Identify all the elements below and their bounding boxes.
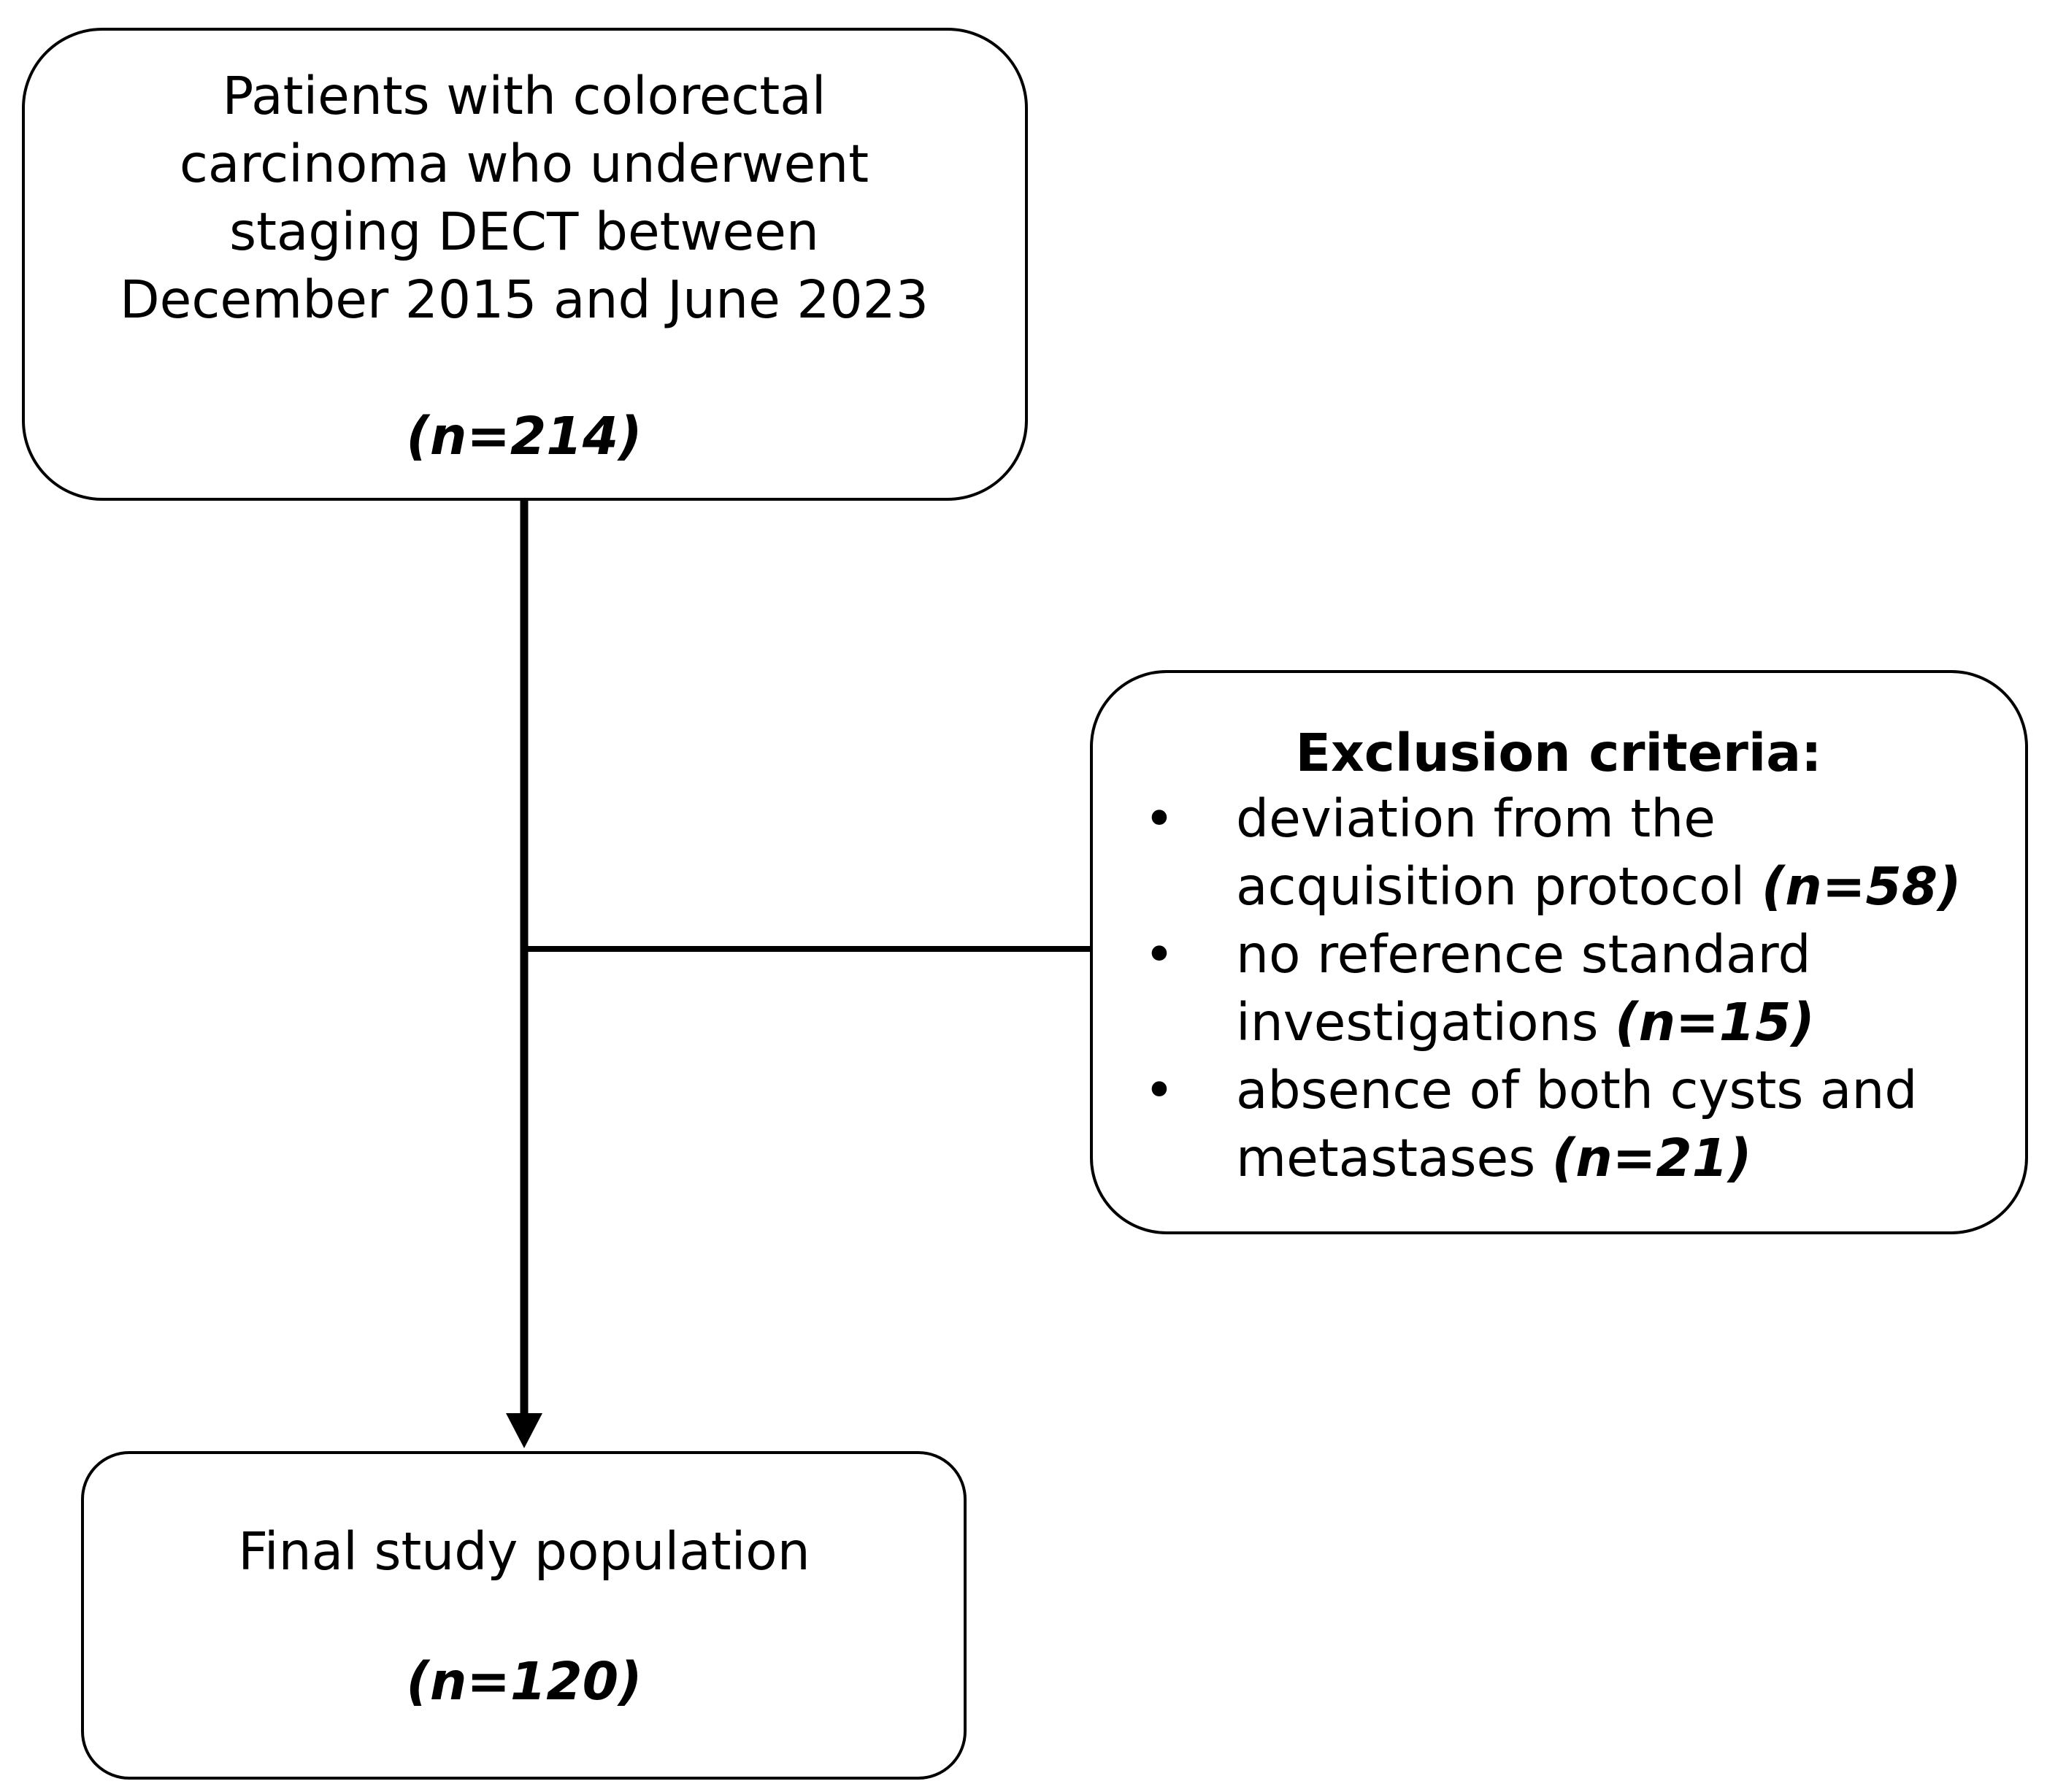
final-population-box: [81, 1451, 967, 1780]
exclusion-item-line: investigations (n=15): [1236, 988, 1815, 1056]
exclusion-item-count: (n=15): [1615, 992, 1815, 1053]
exclusion-item-count: (n=58): [1761, 856, 1962, 917]
bullet-icon: •: [1144, 788, 1175, 849]
exclusion-item-line: no reference standard: [1236, 924, 1811, 985]
description-line: Patients with colorectal: [222, 66, 826, 126]
final-population-count: (n=120): [406, 1651, 642, 1712]
exclusion-criteria-title: Exclusion criteria:: [1295, 723, 1822, 783]
eligible-patients-count: (n=214): [406, 406, 642, 466]
exclusion-item-line: acquisition protocol (n=58): [1236, 853, 1962, 920]
arrow-head: [506, 1413, 542, 1448]
exclusion-item-text: investigations: [1236, 992, 1599, 1053]
description-line: December 2015 and June 2023: [119, 269, 929, 330]
final-population-label: Final study population: [238, 1521, 810, 1582]
description-line: staging DECT between: [229, 201, 819, 262]
exclusion-item-count: (n=21): [1551, 1128, 1752, 1188]
bullet-icon: •: [1144, 924, 1175, 985]
exclusion-item-line: deviation from the: [1236, 788, 1716, 849]
eligible-patients-description: Patients with colorectal carcinoma who u…: [29, 62, 1019, 334]
exclusion-item-text: metastases: [1236, 1128, 1536, 1188]
bullet-icon: •: [1144, 1060, 1175, 1120]
exclusion-item-text: acquisition protocol: [1236, 856, 1745, 917]
exclusion-criteria-box: [1090, 670, 2028, 1234]
description-line: carcinoma who underwent: [179, 134, 869, 194]
eligible-patients-box: [22, 28, 1028, 501]
exclusion-item-line: absence of both cysts and: [1236, 1060, 1918, 1120]
exclusion-item-line: metastases (n=21): [1236, 1124, 1752, 1192]
